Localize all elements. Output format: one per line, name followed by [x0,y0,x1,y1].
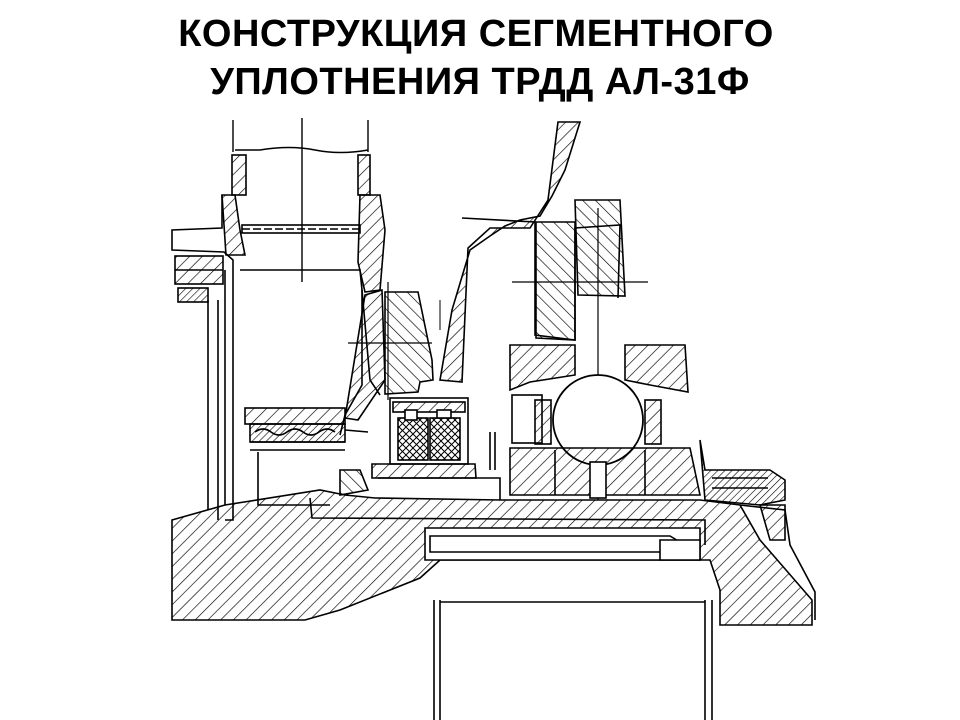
slide-title: КОНСТРУКЦИЯ СЕГМЕНТНОГО УПЛОТНЕНИЯ ТРДД … [0,10,960,106]
ball-bearing [509,344,701,499]
upper-strut [171,118,386,521]
bearing-housing-arm [439,121,648,500]
labyrinth-block [244,407,369,506]
main-shaft [171,432,813,720]
title-line-1: КОНСТРУКЦИЯ СЕГМЕНТНОГО [178,13,774,55]
right-seal-ring [699,439,816,620]
title-line-2: УПЛОТНЕНИЯ ТРДД АЛ-31Ф [210,61,750,103]
segment-seal-housing [339,282,477,496]
